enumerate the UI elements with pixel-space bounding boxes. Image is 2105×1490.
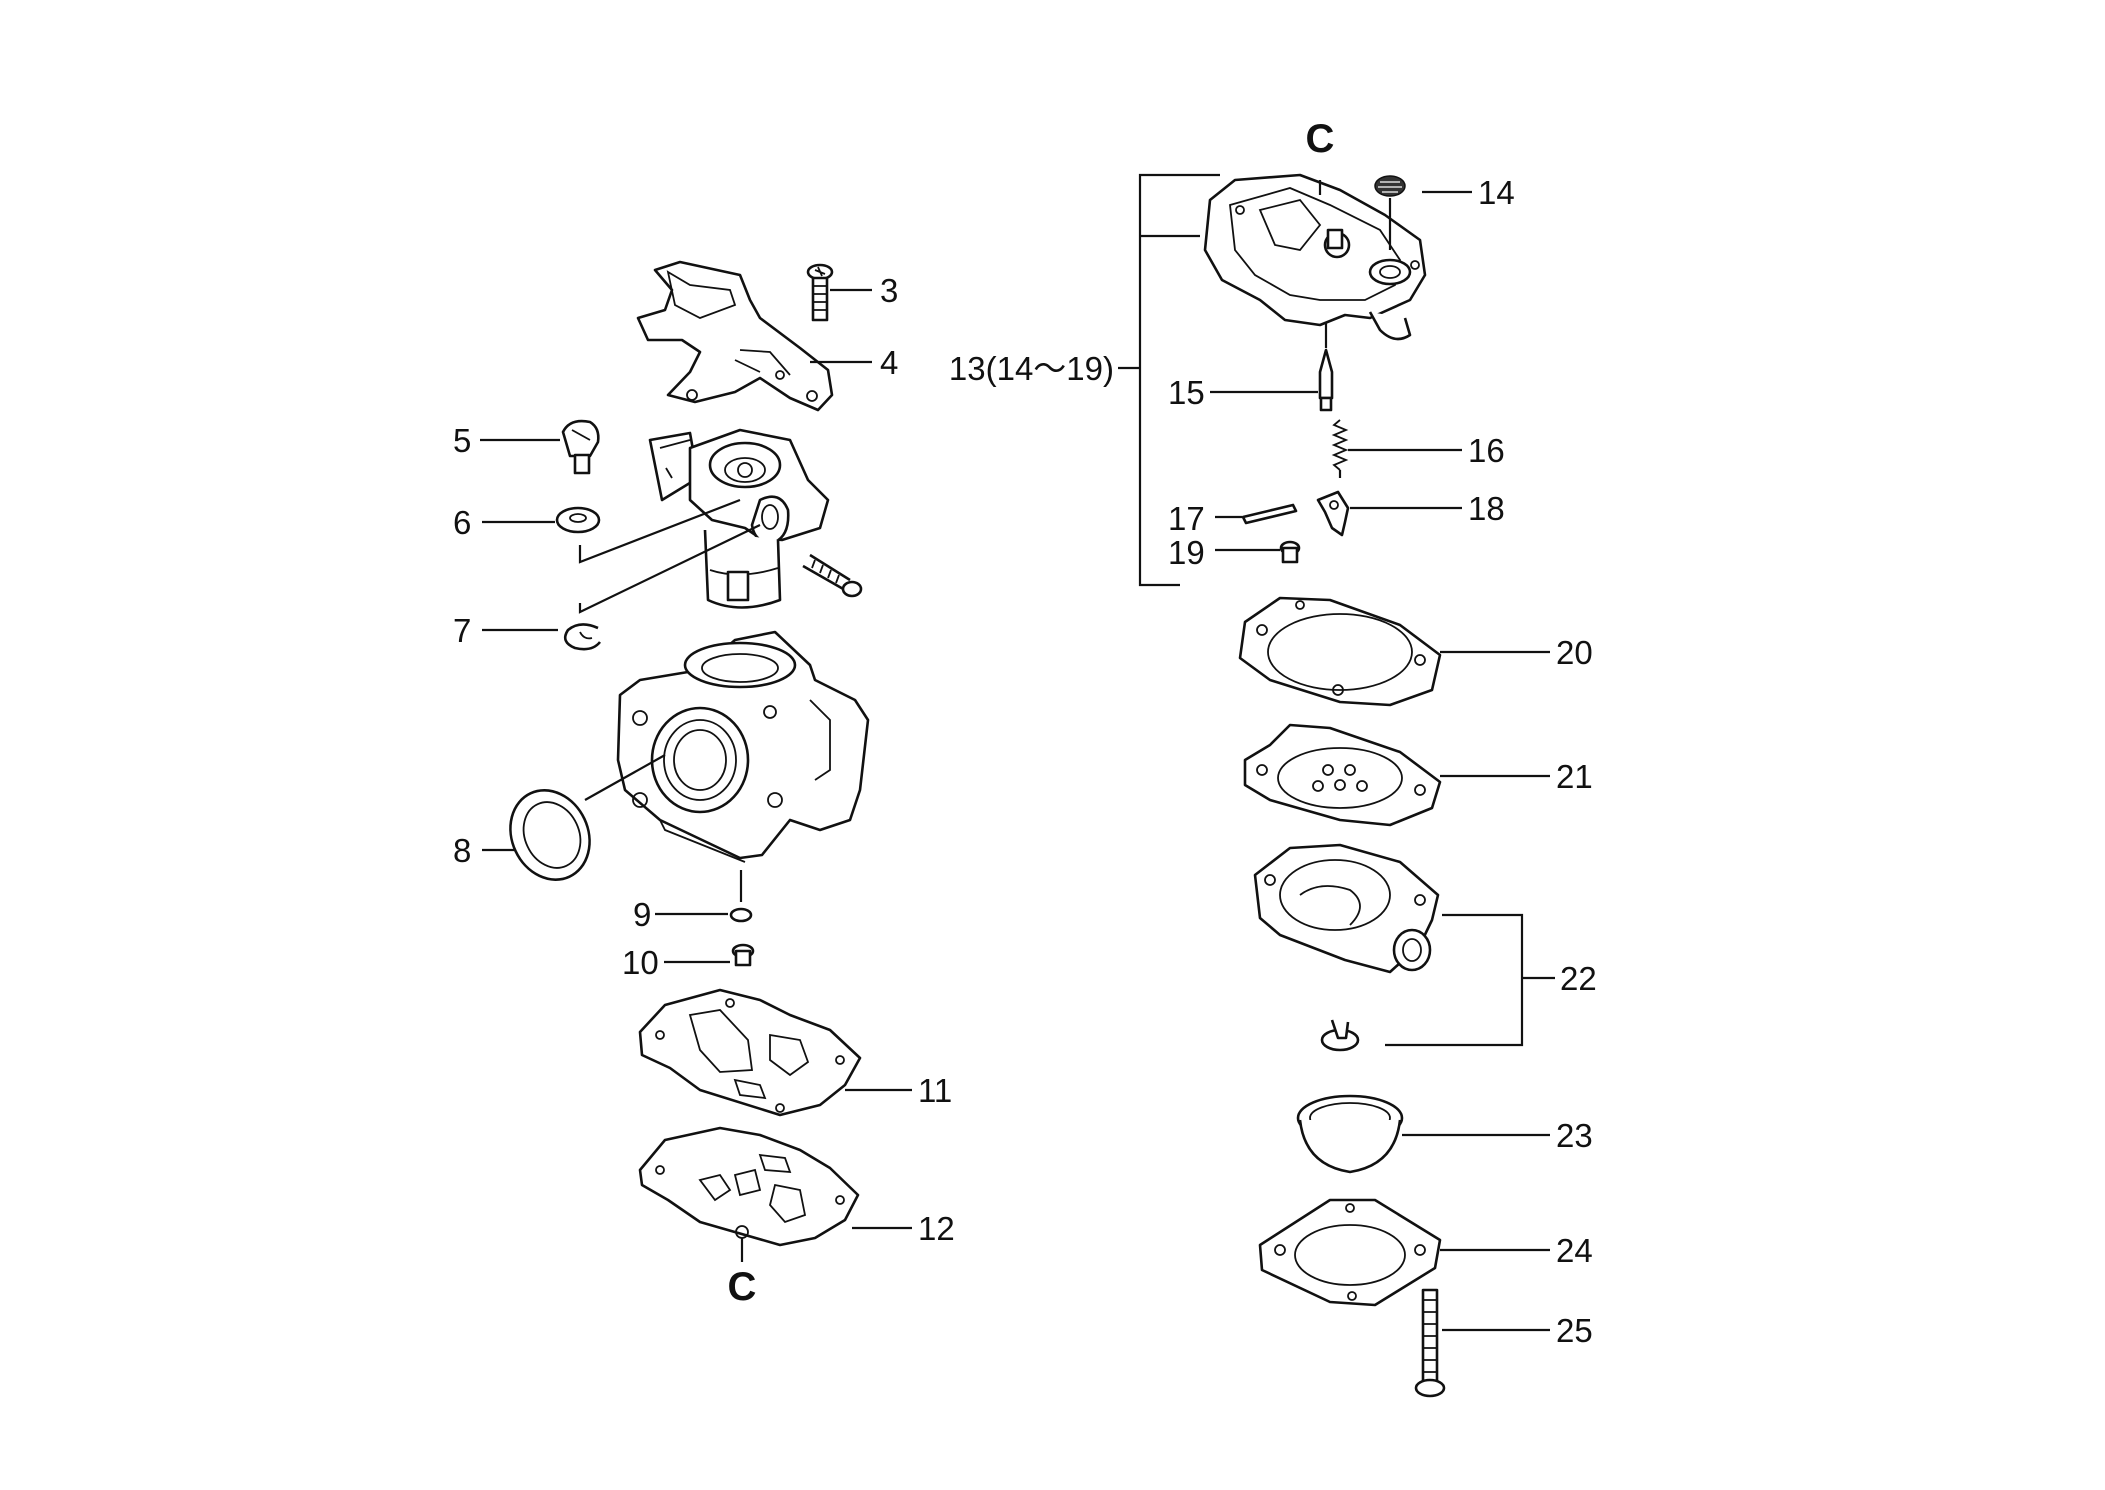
part-24-plate xyxy=(1258,1198,1442,1307)
part-25-screw xyxy=(1414,1288,1446,1398)
callout-19: 19 xyxy=(1168,534,1205,571)
callout-11: 11 xyxy=(918,1072,952,1109)
part-22-valve xyxy=(1320,1019,1360,1052)
callout-17: 17 xyxy=(1168,500,1205,537)
part-13-body xyxy=(1203,173,1427,348)
part-7-eclip xyxy=(563,623,602,651)
callout-8: 8 xyxy=(453,832,471,869)
callout-7: 7 xyxy=(453,612,471,649)
part-5-plug xyxy=(561,419,600,475)
part-12-gasket xyxy=(638,1126,860,1262)
callout-14: 14 xyxy=(1478,174,1515,211)
part-22-bracket-lines xyxy=(1385,913,1555,1047)
throttle-assembly xyxy=(578,428,863,614)
callout-25: 25 xyxy=(1556,1312,1593,1349)
part-23-bulb xyxy=(1296,1094,1404,1174)
callout-13: 13(14～19) xyxy=(949,350,1114,387)
callout-c-top: C xyxy=(1306,117,1335,161)
callout-21: 21 xyxy=(1556,758,1593,795)
part-16-spring xyxy=(1331,419,1349,478)
part-14-screen xyxy=(1374,175,1406,250)
part-4-bracket xyxy=(636,260,834,412)
callout-labels: C C 3 4 5 6 7 8 9 10 11 12 13(14～19) 14 … xyxy=(453,117,1597,1349)
callout-6: 6 xyxy=(453,504,471,541)
part-9-oring xyxy=(729,870,753,923)
part-20-gasket xyxy=(1238,596,1442,707)
part-3-screw xyxy=(806,263,834,322)
part-6-washer xyxy=(555,506,601,534)
part-13-bracket-lines xyxy=(1118,173,1220,587)
callout-9: 9 xyxy=(633,896,651,933)
callout-12: 12 xyxy=(918,1210,955,1247)
callout-22: 22 xyxy=(1560,960,1597,997)
part-15-needle xyxy=(1318,348,1334,412)
part-19-screw xyxy=(1279,540,1301,564)
callout-5: 5 xyxy=(453,422,471,459)
callout-10: 10 xyxy=(622,944,659,981)
callout-18: 18 xyxy=(1468,490,1505,527)
part-17-pin xyxy=(1241,503,1298,525)
callout-16: 16 xyxy=(1468,432,1505,469)
part-8-seal xyxy=(509,754,666,881)
part-11-gasket xyxy=(638,988,862,1117)
callout-15: 15 xyxy=(1168,374,1205,411)
part-22-pump-body xyxy=(1253,843,1440,974)
part-10-screw xyxy=(731,943,755,967)
callout-24: 24 xyxy=(1556,1232,1593,1269)
callout-4: 4 xyxy=(880,344,898,381)
part-18-lever xyxy=(1316,490,1350,537)
callout-20: 20 xyxy=(1556,634,1593,671)
part-21-diaphragm xyxy=(1243,723,1442,827)
callout-3: 3 xyxy=(880,272,898,309)
carburetor-body xyxy=(616,630,870,863)
leader-lines xyxy=(480,190,1550,1332)
callout-c-bottom: C xyxy=(728,1265,757,1309)
callout-23: 23 xyxy=(1556,1117,1593,1154)
